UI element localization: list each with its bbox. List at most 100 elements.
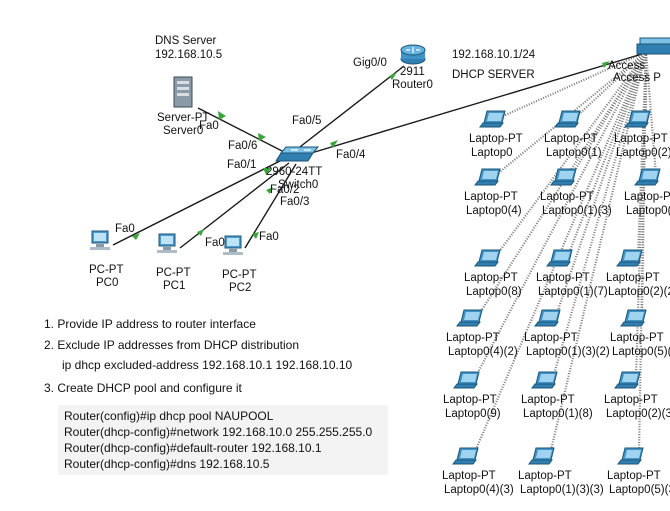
laptop-type: Laptop-PT <box>604 394 658 406</box>
switch[interactable]: Fa0/5 Fa0/6 Fa0/1 Fa0/2 Fa0/3 Fa0/4 2960… <box>227 115 366 208</box>
laptop-10[interactable]: Laptop-PT Laptop0(1)(3)(2) <box>524 309 610 358</box>
laptop-name: Laptop0(1)(3) <box>542 205 612 217</box>
dns-server-name: Server0 <box>163 125 203 137</box>
laptop-icon <box>456 309 483 327</box>
note-step-3: 3. Create DHCP pool and configure it <box>44 381 242 395</box>
router-role: DHCP SERVER <box>452 69 535 81</box>
link-up-indicator <box>197 229 204 236</box>
switch-port-fa0-2: Fa0/2 <box>270 184 299 196</box>
laptop-name: Laptop0(1)(3)(2) <box>526 346 610 358</box>
laptop-0[interactable]: Laptop-PT Laptop0 <box>469 110 523 159</box>
router[interactable]: Gig0/0 2911 Router0 192.168.10.1/24 DHCP… <box>353 44 536 91</box>
laptop-name: Laptop0(8) <box>466 286 522 298</box>
pc-port: Fa0 <box>259 231 279 243</box>
laptop-icon <box>474 249 501 267</box>
pc-type: PC-PT <box>222 269 257 281</box>
link-up-indicator <box>266 187 273 194</box>
laptop-11[interactable]: Laptop-PT Laptop0(5)(2) <box>610 309 670 358</box>
link-status <box>132 61 610 240</box>
cable-switch-pc0 <box>112 159 283 246</box>
laptop-type: Laptop-PT <box>446 332 500 344</box>
pc-icon <box>157 233 177 253</box>
laptop-name: Laptop0 <box>471 147 513 159</box>
laptop-type: Laptop-PT <box>540 191 594 203</box>
link-up-indicator <box>252 232 259 239</box>
pc-icon <box>90 230 110 250</box>
link-up-indicator <box>263 168 271 175</box>
laptop-name: Laptop0(5)(2) <box>612 346 670 358</box>
dns-server[interactable]: DNS Server 192.168.10.5 Server-PT Server… <box>155 35 222 137</box>
laptop-17[interactable]: Laptop-PT Laptop0(5)(3) <box>607 447 670 496</box>
dhcp-pool-code: Router(config)#ip dhcp pool NAUPOOL Rout… <box>58 405 388 475</box>
router-port-gig: Gig0/0 <box>353 57 387 69</box>
laptop-icon <box>474 168 501 186</box>
laptop-name: Laptop0(4)(2) <box>448 346 518 358</box>
laptop-name: Laptop0(5)(3) <box>609 484 670 496</box>
note-step-2-command: ip dhcp excluded-address 192.168.10.1 19… <box>62 358 353 372</box>
router-icon <box>400 44 426 65</box>
laptop-type: Laptop-PT <box>442 470 496 482</box>
laptop-name: Laptop0(1)(8) <box>523 408 593 420</box>
laptop-type: Laptop-PT <box>524 332 578 344</box>
laptop-name: Laptop0(5) <box>626 205 670 217</box>
laptop-icon <box>634 168 661 186</box>
dns-server-title: DNS Server <box>155 35 217 47</box>
code-line: Router(dhcp-config)#network 192.168.10.0… <box>64 425 373 439</box>
pc-type: PC-PT <box>156 267 191 279</box>
link-up-indicator <box>258 133 266 141</box>
wireless-link <box>495 51 647 257</box>
laptop-type: Laptop-PT <box>469 133 523 145</box>
switch-port-fa0-5: Fa0/5 <box>292 115 321 127</box>
access-point-label-2: Access P <box>613 72 661 84</box>
laptop-icon <box>550 168 577 186</box>
switch-model: 2960-24TT <box>266 166 322 178</box>
cable-switch-ap <box>307 53 643 155</box>
dns-server-type: Server-PT <box>157 112 209 124</box>
cable-switch-pc1 <box>179 162 290 249</box>
laptop-type: Laptop-PT <box>518 470 572 482</box>
wireless-link <box>551 51 648 379</box>
laptop-9[interactable]: Laptop-PT Laptop0(4)(2) <box>446 309 518 358</box>
laptop-type: Laptop-PT <box>610 332 664 344</box>
note-step-2: 2. Exclude IP addresses from DHCP distri… <box>44 338 300 352</box>
switch-name: Switch0 <box>278 179 318 191</box>
laptop-4[interactable]: Laptop-PT Laptop0(1)(3) <box>540 168 612 217</box>
laptop-icon <box>452 447 479 465</box>
pc-port: Fa0 <box>205 237 225 249</box>
access-point[interactable]: Access Access P <box>608 37 670 84</box>
server-icon <box>173 76 193 108</box>
laptop-icon <box>624 110 651 128</box>
pc-name: PC2 <box>229 282 251 294</box>
laptop-type: Laptop-PT <box>521 394 575 406</box>
laptop-13[interactable]: Laptop-PT Laptop0(1)(8) <box>521 371 593 420</box>
wireless-link <box>566 51 648 257</box>
laptop-icon <box>617 447 644 465</box>
switch-port-fa0-4: Fa0/4 <box>336 149 366 161</box>
laptop-icon <box>616 249 643 267</box>
laptop-name: Laptop0(2) <box>616 147 670 159</box>
laptop-icon <box>614 371 641 389</box>
link-up-indicator <box>602 61 610 68</box>
laptop-icon <box>531 371 558 389</box>
laptop-icon <box>554 110 581 128</box>
laptop-type: Laptop-PT <box>607 470 661 482</box>
code-line: Router(dhcp-config)#default-router 192.1… <box>64 441 322 455</box>
laptop-icon <box>534 309 561 327</box>
code-line: Router(dhcp-config)#dns 192.168.10.5 <box>64 457 270 471</box>
link-up-indicator <box>330 140 338 148</box>
